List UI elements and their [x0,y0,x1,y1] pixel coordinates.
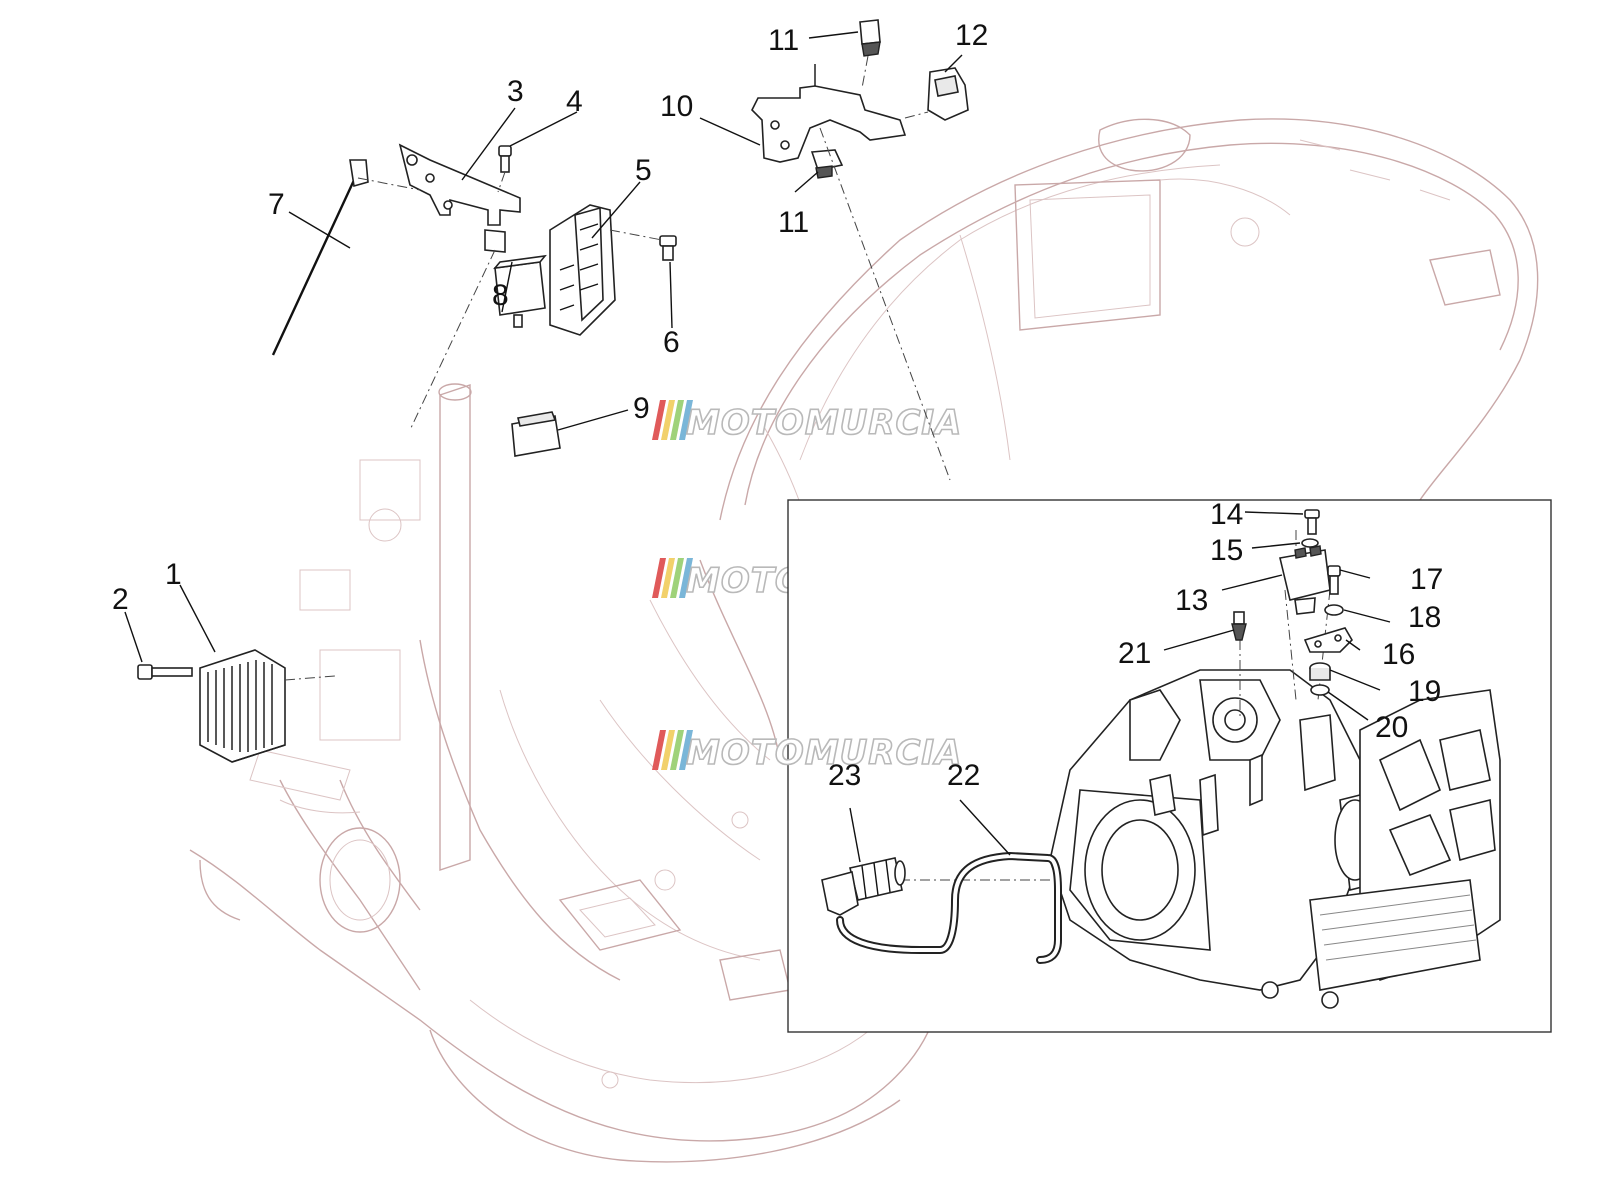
part-clip-12 [927,67,969,121]
callout-11-top: 11 [768,24,799,57]
callout-13: 13 [1175,584,1208,617]
callout-22: 22 [947,759,980,792]
part-connector-11-bottom [810,149,844,179]
callout-11-bottom: 11 [778,206,809,239]
part-connector-11-top [859,19,881,57]
part-control-unit [549,204,616,336]
part-bolt-14 [1304,509,1320,535]
callout-5: 5 [635,154,652,187]
callout-labels: 1 2 3 4 5 6 7 8 9 10 11 11 12 13 14 15 1… [112,19,1443,792]
watermark-1: MOTOMURCIA [652,400,962,444]
part-fuse-block [511,411,561,457]
part-bracket-10 [751,64,907,163]
watermark-text: MOTOMURCIA [686,733,962,773]
callout-21: 21 [1118,637,1151,670]
part-spacer-20 [1310,684,1330,696]
callout-23: 23 [828,759,861,792]
callout-17: 17 [1410,563,1443,596]
part-bolt-17 [1327,565,1341,595]
callout-8: 8 [492,279,509,312]
callout-4: 4 [566,85,583,118]
part-bracket-3 [398,143,521,253]
watermark-3: MOTOMURCIA [652,730,962,774]
part-washer-18 [1324,604,1344,616]
callout-14: 14 [1210,498,1243,531]
callout-12: 12 [955,19,988,52]
part-cable-22 [836,851,1062,964]
leader-lines [124,31,1391,863]
part-bolt-2 [137,664,193,680]
callout-3: 3 [507,75,524,108]
part-grommet-19 [1309,662,1331,681]
callout-16: 16 [1382,638,1415,671]
part-plate-16 [1303,627,1354,653]
callout-20: 20 [1375,711,1408,744]
watermark-text: MOTOMURCIA [686,403,962,443]
part-washer-15 [1301,538,1319,548]
callout-10: 10 [660,90,693,123]
engine-assembly [1049,669,1501,1009]
callout-2: 2 [112,583,129,616]
part-relay [493,254,547,328]
callout-1: 1 [165,558,182,591]
part-cable-tie [271,159,369,356]
part-fitting-21 [1231,611,1247,641]
scooter-body-outline [189,118,1539,1163]
callout-9: 9 [633,392,650,425]
callout-6: 6 [663,326,680,359]
part-screw-6 [659,235,677,261]
part-connector-23 [821,857,906,916]
part-voltage-regulator [199,649,286,763]
callout-7: 7 [268,188,285,221]
callout-18: 18 [1408,601,1441,634]
callout-19: 19 [1408,675,1441,708]
part-screw-4 [498,145,512,173]
callout-15: 15 [1210,534,1243,567]
